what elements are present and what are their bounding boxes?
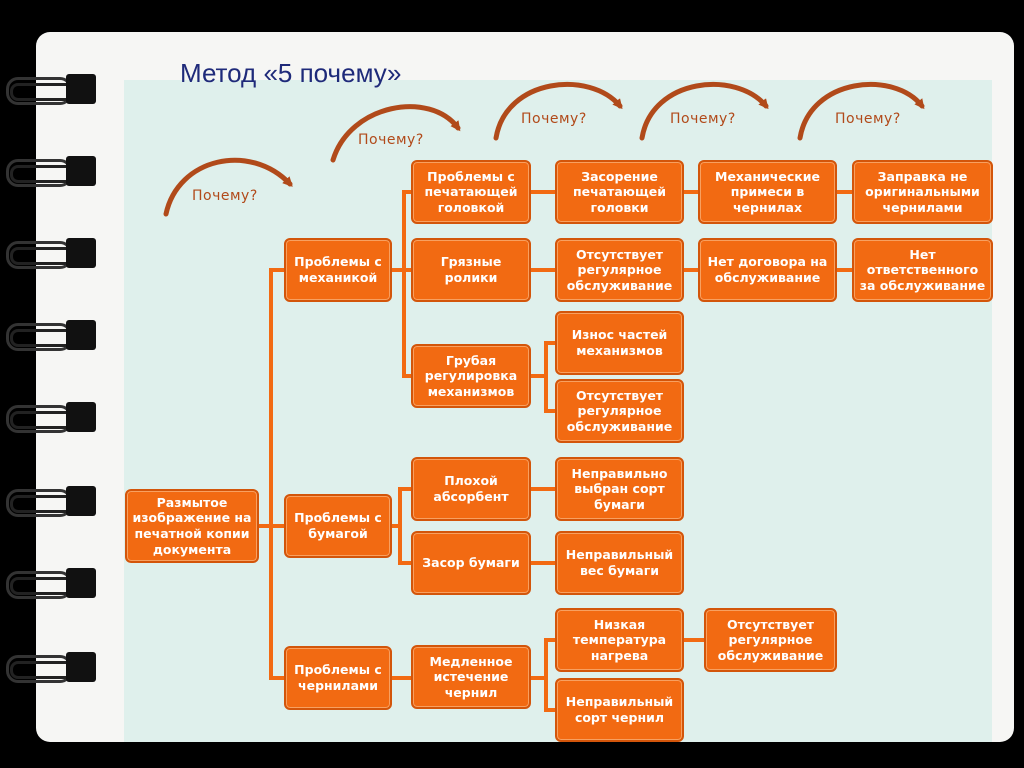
cause-ink-box: Проблемы с чернилами — [284, 646, 392, 710]
ink-impurities-box: Механические примеси в чернилах — [698, 160, 837, 224]
bad-absorbent-box: Плохой абсорбент — [411, 457, 531, 521]
why-label-1: Почему? — [192, 188, 258, 204]
why-label-5: Почему? — [835, 111, 901, 127]
no-service-box-1: Отсутствует регулярное обслуживание — [555, 238, 684, 302]
paper-jam-box: Засор бумаги — [411, 531, 531, 595]
why-label-4: Почему? — [670, 111, 736, 127]
root-problem-box: Размытое изображение на печатной копии д… — [125, 489, 259, 563]
no-service-box-2: Отсутствует регулярное обслуживание — [555, 379, 684, 443]
why-label-2: Почему? — [358, 132, 424, 148]
low-temperature-box: Низкая температура нагрева — [555, 608, 684, 672]
parts-wear-box: Износ частей механизмов — [555, 311, 684, 375]
binder-ring — [4, 238, 96, 269]
no-responsible-box: Нет ответственного за обслуживание — [852, 238, 993, 302]
no-service-box-3: Отсутствует регулярное обслуживание — [704, 608, 837, 672]
why-arrow-2 — [330, 104, 461, 163]
slow-ink-flow-box: Медленное истечение чернил — [411, 645, 531, 709]
why-arrow-1 — [163, 157, 293, 217]
wrong-ink-type-box: Неправильный сорт чернил — [555, 678, 684, 742]
wrong-paper-weight-box: Неправильный вес бумаги — [555, 531, 684, 595]
non-original-ink-box: Заправка не оригинальными чернилами — [852, 160, 993, 224]
printhead-problem-box: Проблемы с печатающей головкой — [411, 160, 531, 224]
cause-mechanics-box: Проблемы с механикой — [284, 238, 392, 302]
no-contract-box: Нет договора на обслуживание — [698, 238, 837, 302]
binder-ring — [4, 652, 96, 683]
rough-adjustment-box: Грубая регулировка механизмов — [411, 344, 531, 408]
why-arrow-3 — [493, 82, 623, 141]
cause-paper-box: Проблемы с бумагой — [284, 494, 392, 558]
why-arrow-4 — [639, 82, 769, 141]
binder-ring — [4, 74, 96, 105]
wrong-paper-type-box: Неправильно выбран сорт бумаги — [555, 457, 684, 521]
binder-ring — [4, 402, 96, 433]
dirty-rollers-box: Грязные ролики — [411, 238, 531, 302]
slide-title: Метод «5 почему» — [180, 58, 402, 88]
binder-ring — [4, 156, 96, 187]
why-arrow-5 — [797, 82, 925, 141]
head-clog-box: Засорение печатающей головки — [555, 160, 684, 224]
why-label-3: Почему? — [521, 111, 587, 127]
binder-ring — [4, 320, 96, 351]
binder-ring — [4, 486, 96, 517]
binder-ring — [4, 568, 96, 599]
